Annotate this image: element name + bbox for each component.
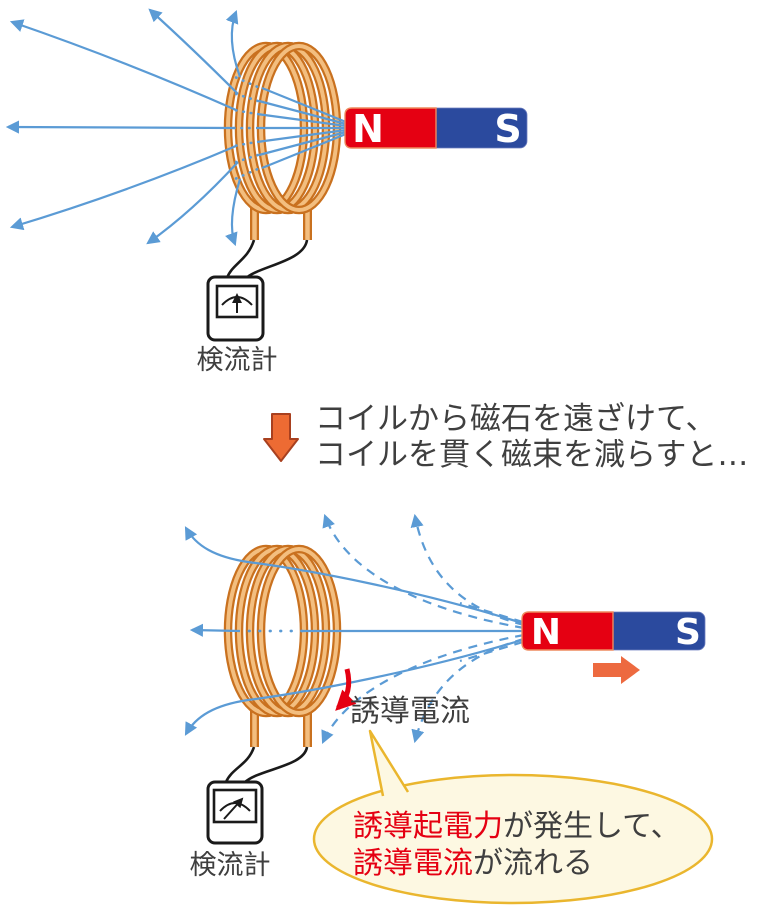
pole-n-label: N (352, 107, 384, 151)
step-down-arrow-icon (263, 413, 299, 462)
field-line (9, 144, 237, 231)
field-line (5, 120, 235, 134)
gauge-needle (223, 797, 244, 820)
pole-s-label: S (494, 107, 521, 151)
galvanometer-label: 検流計 (197, 345, 278, 376)
bar-magnet: N S (344, 107, 528, 151)
wire (243, 746, 309, 784)
field-line-fan (5, 8, 242, 247)
field-line (321, 633, 525, 745)
step-text-line1: コイルから磁石を遠ざけて、 (315, 401, 716, 437)
field-line (459, 601, 524, 624)
magnet-motion-arrow-icon (593, 656, 640, 684)
field-line (225, 178, 242, 247)
field-line (459, 640, 524, 663)
wire (244, 239, 309, 280)
field-line (148, 8, 239, 95)
induced-current-arrow-icon (335, 668, 357, 711)
galvanometer (206, 780, 264, 845)
galvanometer (206, 275, 265, 342)
field-lines (5, 8, 347, 247)
field-line (225, 9, 242, 78)
wires (225, 239, 309, 280)
field-line (258, 99, 347, 126)
step-annotation: コイルから磁石を遠ざけて、 コイルを貫く磁束を減らすと… (263, 401, 748, 473)
speech-bubble-tail (368, 729, 410, 797)
field-line (261, 132, 347, 170)
field-line-solid (184, 526, 523, 736)
speech-bubble: 誘導起電力が発生して、 誘導電流が流れる (312, 729, 714, 905)
field-line-dots (232, 76, 262, 180)
induced-current-label: 誘導電流 (350, 694, 470, 729)
pole-n-label: N (531, 612, 561, 653)
top-diagram: 検流計 N S (5, 8, 528, 376)
field-line (410, 513, 525, 627)
field-line (184, 526, 523, 625)
field-line-dashed (321, 513, 525, 745)
field-line (146, 161, 239, 245)
bottom-diagram: 誘導電流 検流計 N S 誘導起電力が発生して、 (184, 513, 714, 905)
wire (224, 746, 256, 783)
field-line (189, 623, 241, 637)
field-line (184, 638, 523, 736)
field-line-bundle (256, 86, 347, 170)
field-line (256, 128, 347, 144)
wire (225, 239, 256, 279)
bubble-text-line1: 誘導起電力が発生して、 (353, 809, 681, 844)
field-line (261, 86, 347, 124)
step-text-line2: コイルを貫く磁束を減らすと… (315, 437, 748, 473)
pole-s-label: S (675, 612, 701, 653)
field-lines (184, 513, 525, 745)
field-line (9, 19, 237, 112)
field-line (258, 130, 347, 157)
field-line (322, 513, 525, 630)
field-line (256, 112, 347, 128)
galvanometer-label: 検流計 (190, 850, 271, 881)
bubble-text-line2: 誘導電流が流れる (353, 846, 593, 881)
field-line (411, 637, 525, 744)
wires (224, 746, 309, 784)
field-line-dotted (234, 76, 262, 90)
field-line-dotted (234, 166, 262, 180)
bar-magnet: N S (521, 611, 706, 653)
